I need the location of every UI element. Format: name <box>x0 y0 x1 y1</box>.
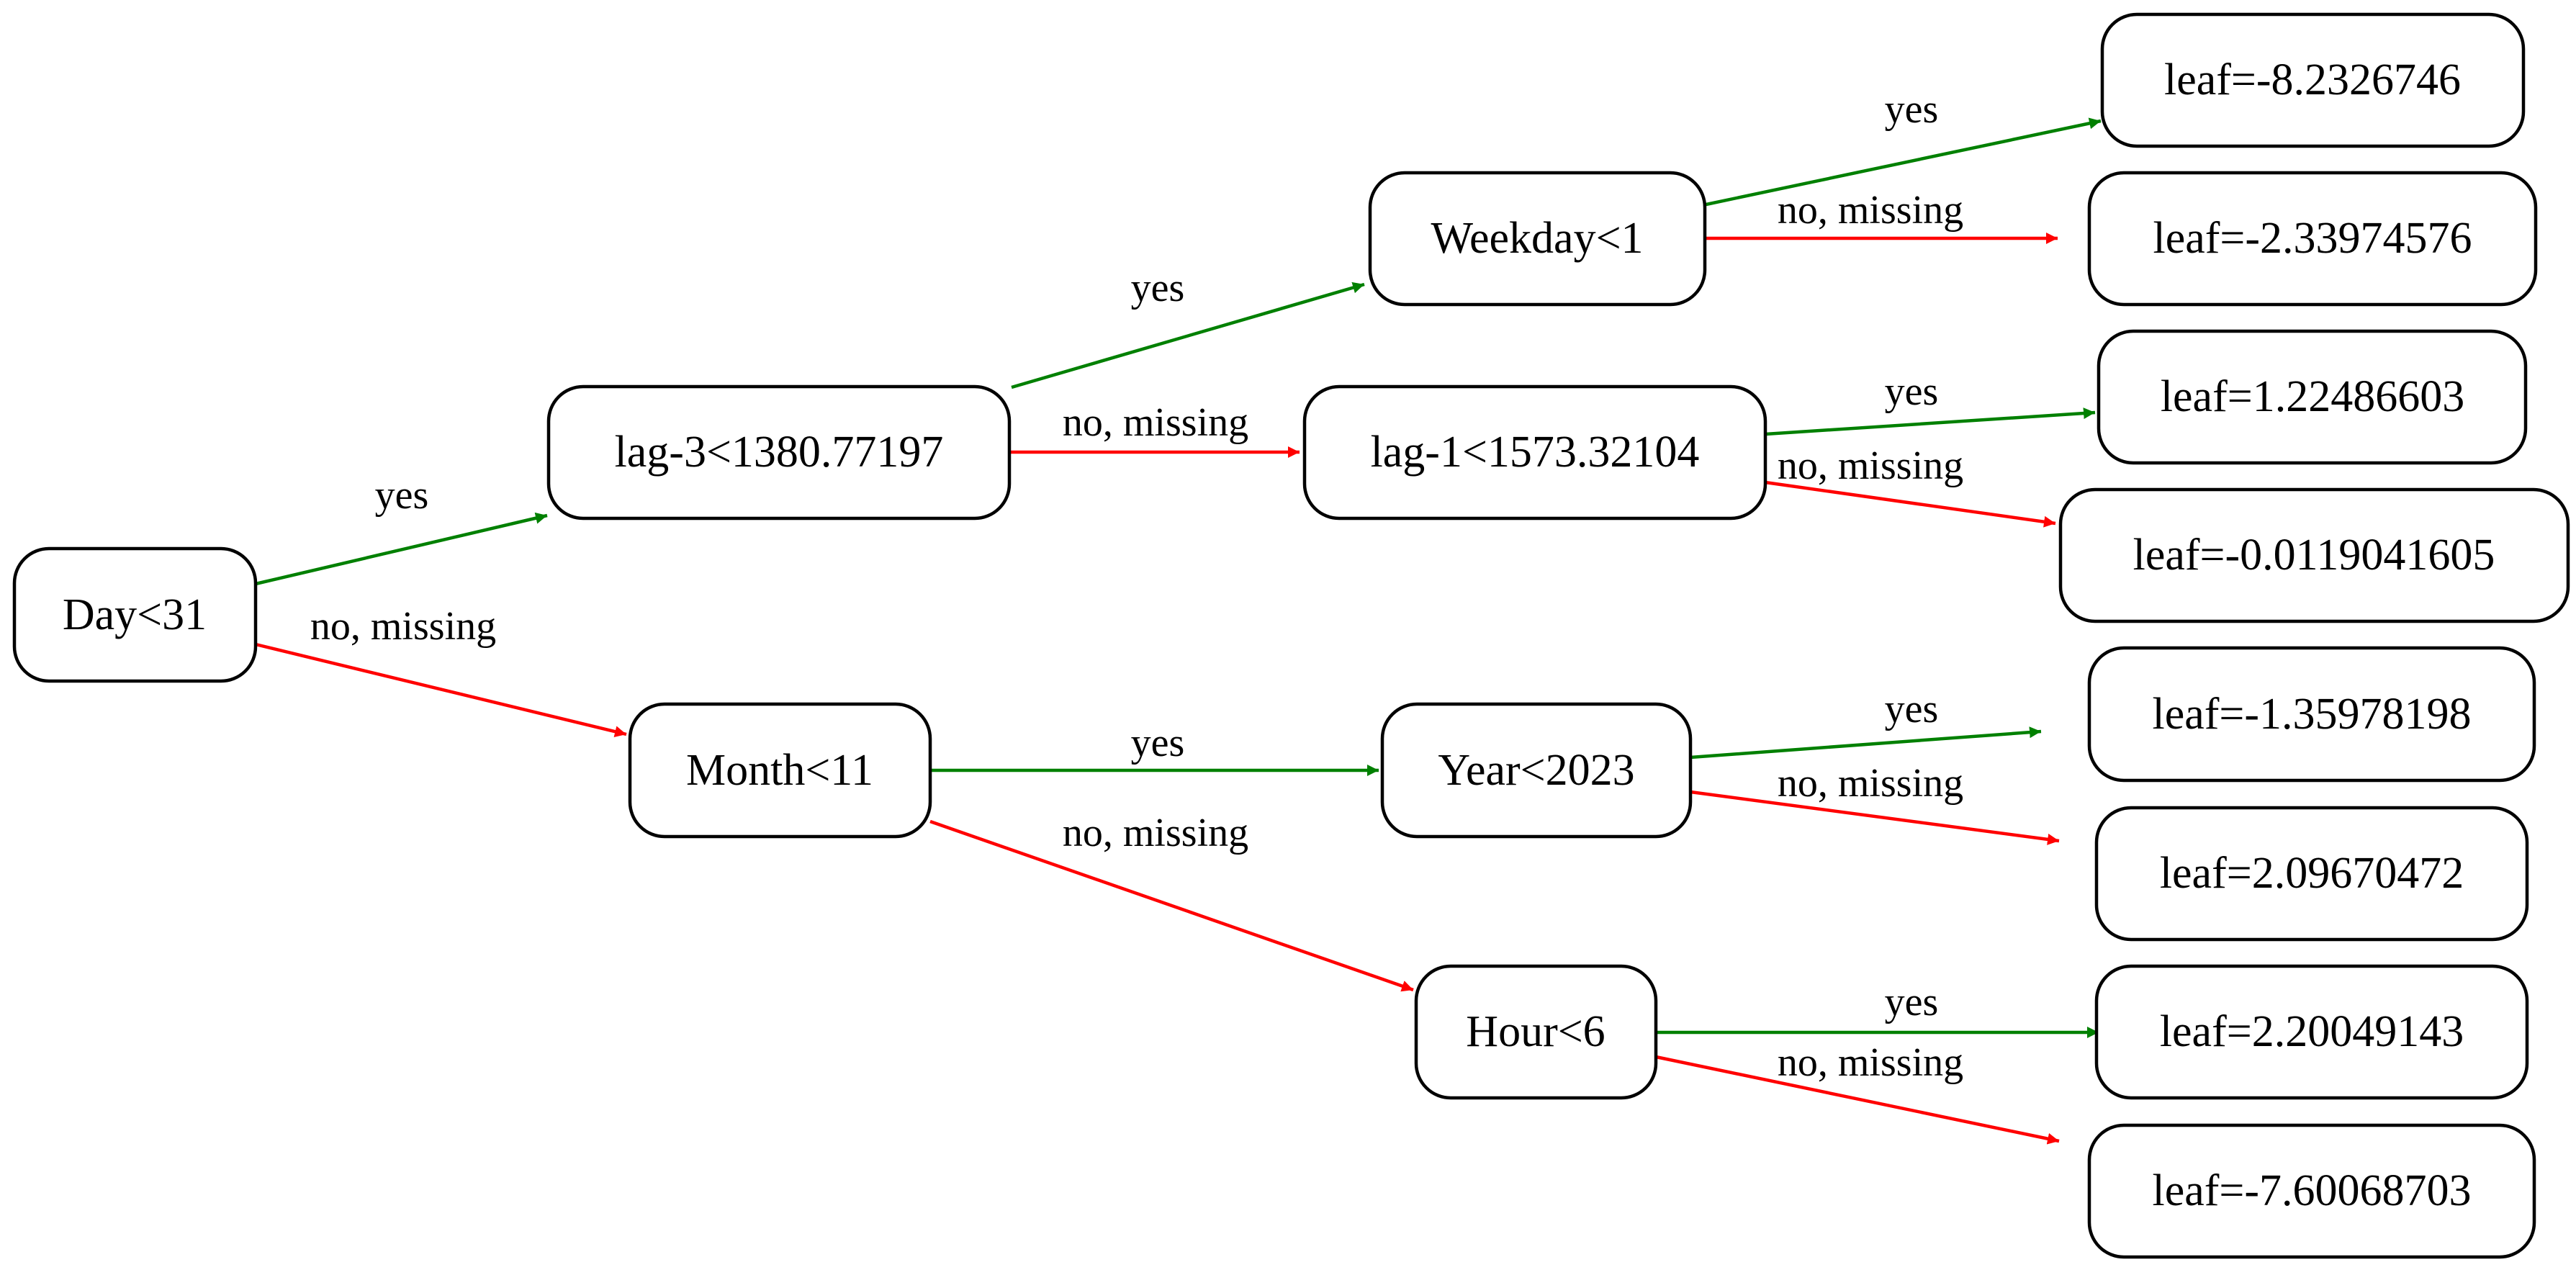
leaf-label: leaf=2.20049143 <box>2160 1007 2464 1056</box>
edge-label-no-missing: no, missing <box>310 604 496 649</box>
edge-month-to-year: yes <box>930 721 1379 776</box>
edge-lag3-to-weekday: yes <box>1011 266 1365 389</box>
node-label: Weekday<1 <box>1431 214 1643 263</box>
edge-label-no-missing: no, missing <box>1778 188 1963 233</box>
node-label: Month<11 <box>686 746 873 795</box>
leaf-node: leaf=-0.0119041605 <box>2058 487 2570 623</box>
leaf-node: leaf=-1.35978198 <box>2087 646 2536 783</box>
leaf-label: leaf=-7.60068703 <box>2152 1166 2471 1215</box>
leaf-label: leaf=-2.33974576 <box>2153 214 2472 263</box>
node-month-split: Month<11 <box>628 702 932 839</box>
node-label: lag-1<1573.32104 <box>1371 428 1700 477</box>
leaf-label: leaf=-0.0119041605 <box>2133 531 2495 580</box>
edge-label-yes: yes <box>1885 980 1939 1024</box>
leaf-node: leaf=1.22486603 <box>2097 329 2528 465</box>
edge-label-yes: yes <box>1885 87 1939 132</box>
node-label: lag-3<1380.77197 <box>615 428 944 477</box>
leaf-node: leaf=2.20049143 <box>2094 964 2529 1100</box>
edge-label-no-missing: no, missing <box>1063 811 1248 855</box>
leaf-label: leaf=-8.2326746 <box>2164 55 2461 104</box>
node-hour-split: Hour<6 <box>1414 964 1658 1100</box>
node-day-split: Day<31 <box>12 546 258 683</box>
node-year-split: Year<2023 <box>1380 702 1693 839</box>
node-lag3-split: lag-3<1380.77197 <box>546 384 1012 521</box>
node-lag1-split: lag-1<1573.32104 <box>1302 384 1767 521</box>
leaf-label: leaf=2.09670472 <box>2160 849 2464 898</box>
node-label: Day<31 <box>63 590 207 639</box>
edge-day-to-month: no, missing <box>255 604 627 738</box>
edge-label-yes: yes <box>1131 266 1185 310</box>
edge-label-no-missing: no, missing <box>1063 400 1248 445</box>
leaf-node: leaf=-8.2326746 <box>2100 12 2526 148</box>
edge-label-yes: yes <box>1885 369 1939 414</box>
edge-weekday-to-leaf1: no, missing <box>1705 188 2058 244</box>
edge-label-yes: yes <box>1885 687 1939 731</box>
edge-label-no-missing: no, missing <box>1778 443 1963 488</box>
edge-day-to-lag3: yes <box>255 473 548 586</box>
leaf-node: leaf=2.09670472 <box>2094 806 2529 942</box>
edge-weekday-to-leaf0: yes <box>1702 87 2102 207</box>
edge-hour-to-leaf6: yes <box>1656 980 2099 1038</box>
edge-year-to-leaf4: yes <box>1690 687 2042 760</box>
edge-lag1-to-leaf2: yes <box>1765 369 2096 436</box>
leaf-label: leaf=1.22486603 <box>2161 372 2464 421</box>
node-label: Hour<6 <box>1466 1007 1605 1056</box>
edge-month-to-hour: no, missing <box>929 811 1414 992</box>
node-weekday-split: Weekday<1 <box>1368 171 1707 307</box>
leaf-node: leaf=-2.33974576 <box>2087 171 2538 307</box>
edge-label-yes: yes <box>375 473 429 518</box>
edge-lag1-to-leaf3: no, missing <box>1765 443 2056 528</box>
edge-lag3-to-lag1: no, missing <box>1008 400 1300 458</box>
leaf-node: leaf=-7.60068703 <box>2087 1123 2536 1259</box>
edge-hour-to-leaf7: no, missing <box>1655 1040 2060 1145</box>
leaf-label: leaf=-1.35978198 <box>2152 690 2471 739</box>
edge-label-no-missing: no, missing <box>1778 1040 1963 1085</box>
edge-label-yes: yes <box>1131 721 1185 765</box>
edge-year-to-leaf5: no, missing <box>1690 761 2060 845</box>
edge-label-no-missing: no, missing <box>1778 761 1963 806</box>
node-label: Year<2023 <box>1438 746 1634 795</box>
